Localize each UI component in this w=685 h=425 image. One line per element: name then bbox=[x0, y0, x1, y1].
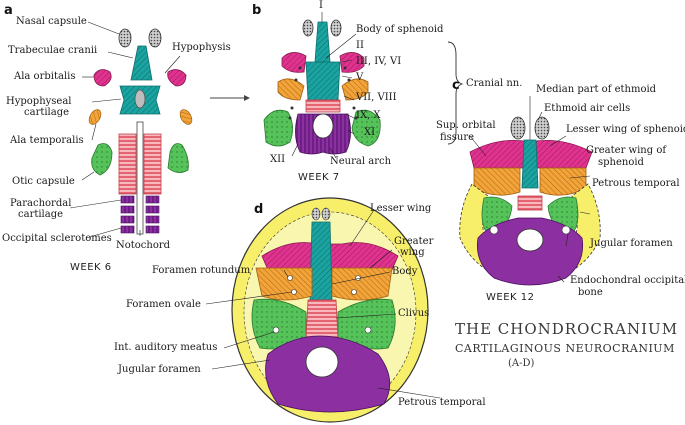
label-parachordal-2: cartilage bbox=[18, 209, 64, 220]
week-12-caption: WEEK 12 bbox=[486, 292, 535, 303]
label-notochord: Notochord bbox=[116, 240, 171, 251]
label-nasal-capsule: Nasal capsule bbox=[16, 16, 87, 27]
label-lesser-wing-d: Lesser wing bbox=[370, 203, 432, 214]
label-hypophyseal-2: cartilage bbox=[24, 107, 70, 118]
label-parachordal-1: Parachordal bbox=[10, 198, 72, 209]
panel-c-letter: c bbox=[452, 78, 460, 93]
label-foramen-ovale: Foramen ovale bbox=[126, 299, 201, 310]
label-neural-arch: Neural arch bbox=[330, 156, 392, 167]
label-nerve-XII: XII bbox=[270, 154, 286, 165]
label-ala-orbitalis: Ala orbitalis bbox=[14, 71, 76, 82]
label-endochondral-2: bone bbox=[578, 287, 603, 298]
panel-a-drawing bbox=[69, 21, 250, 239]
label-clivus: Clivus bbox=[398, 308, 430, 319]
panel-c-drawing bbox=[459, 96, 601, 286]
label-endochondral-1: Endochondral occipital bbox=[570, 275, 685, 286]
week-6-caption: WEEK 6 bbox=[70, 262, 112, 273]
panel-a-letter: a bbox=[4, 3, 13, 18]
label-petrous-temporal-d: Petrous temporal bbox=[398, 397, 486, 408]
label-nerve-I: I bbox=[319, 0, 323, 11]
label-nerve-VII-VIII: VII, VIII bbox=[356, 92, 397, 103]
figure-subtitle: CARTILAGINOUS NEUROCRANIUM bbox=[455, 342, 675, 355]
panel-d-letter: d bbox=[254, 202, 264, 217]
label-trabeculae-cranii: Trabeculae cranii bbox=[8, 45, 98, 56]
label-hypophyseal-1: Hypophyseal bbox=[6, 96, 72, 107]
label-greater-wing-d-2: wing bbox=[400, 247, 425, 258]
label-otic-capsule: Otic capsule bbox=[12, 176, 75, 187]
label-nerve-XI: XI bbox=[364, 127, 376, 138]
label-jugular-foramen-d: Jugular foramen bbox=[118, 364, 201, 375]
label-occipital-sclerotomes: Occipital sclerotomes bbox=[2, 233, 112, 244]
label-sup-orbital-2: fissure bbox=[440, 132, 475, 143]
panel-d-drawing bbox=[205, 197, 441, 423]
label-cranial-nerves: Cranial nn. bbox=[466, 78, 523, 89]
label-sup-orbital-1: Sup. orbital bbox=[436, 120, 496, 131]
label-nerve-V: V bbox=[356, 72, 364, 83]
label-hypophysis: Hypophysis bbox=[172, 42, 231, 53]
label-int-auditory-meatus: Int. auditory meatus bbox=[114, 342, 218, 353]
label-lesser-wing-sphenoid: Lesser wing of sphenoid bbox=[566, 124, 685, 135]
label-median-part-ethmoid: Median part of ethmoid bbox=[536, 84, 657, 95]
week-7-caption: WEEK 7 bbox=[298, 172, 340, 183]
label-petrous-temporal-c: Petrous temporal bbox=[592, 178, 680, 189]
label-greater-wing-2: sphenoid bbox=[598, 157, 644, 168]
figure-title: THE CHONDROCRANIUM bbox=[455, 320, 679, 338]
label-nerve-II: II bbox=[356, 40, 364, 51]
panel-b-letter: b bbox=[252, 3, 262, 18]
label-ala-temporalis: Ala temporalis bbox=[10, 135, 84, 146]
label-jugular-foramen-c: Jugular foramen bbox=[590, 238, 673, 249]
label-nerve-III-IV-VI: III, IV, VI bbox=[356, 56, 402, 67]
label-body-d: Body bbox=[392, 266, 418, 277]
label-body-of-sphenoid: Body of sphenoid bbox=[356, 24, 444, 35]
figure-range: (A-D) bbox=[508, 358, 535, 369]
label-greater-wing-1: Greater wing of bbox=[586, 145, 667, 156]
label-ethmoid-air-cells: Ethmoid air cells bbox=[544, 103, 631, 114]
label-foramen-rotundum: Foramen rotundum bbox=[152, 265, 251, 276]
label-greater-wing-d-1: Greater bbox=[394, 236, 434, 247]
label-nerve-IX-X: IX, X bbox=[356, 110, 381, 121]
panel-b-drawing bbox=[263, 12, 464, 159]
